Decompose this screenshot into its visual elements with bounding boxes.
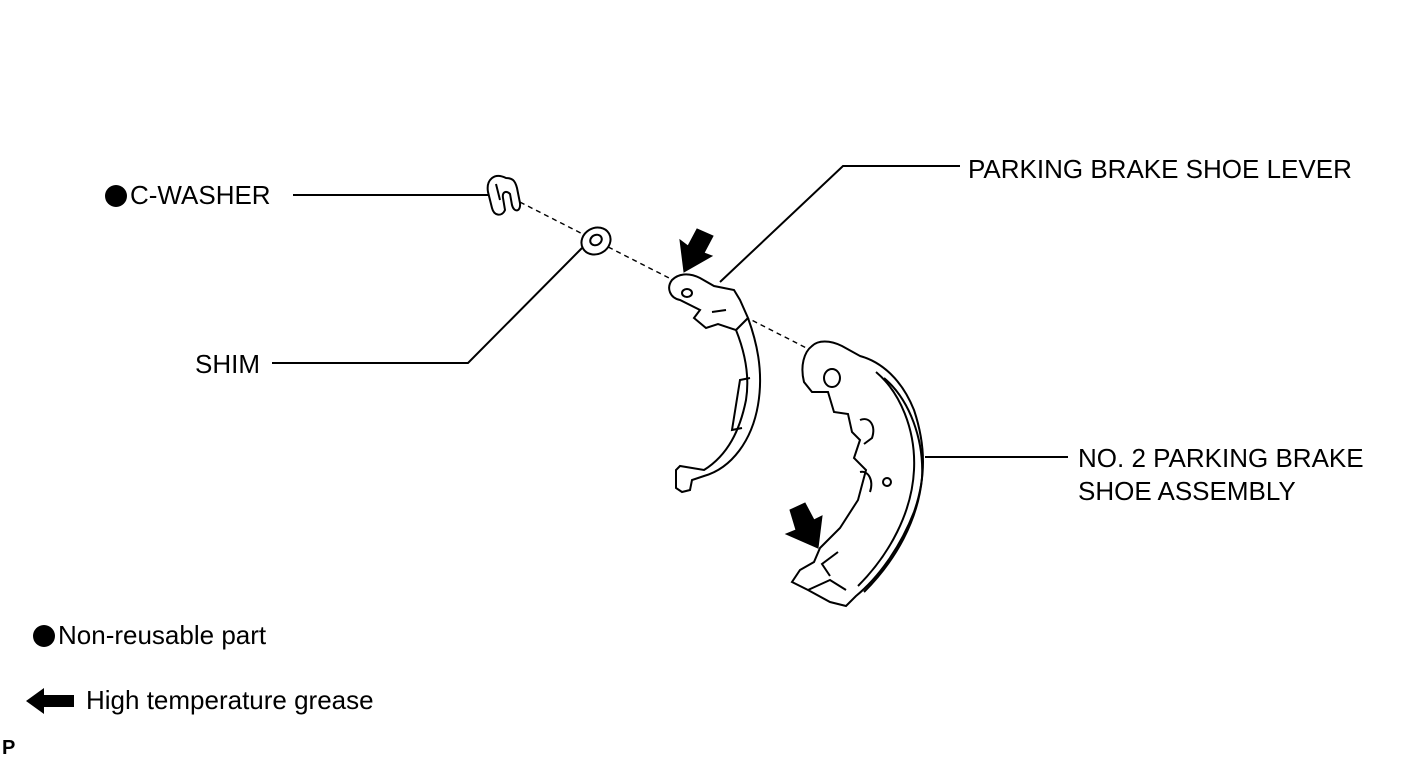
- legend-non-reusable: Non-reusable part: [33, 622, 266, 648]
- filled-circle-icon: [33, 625, 55, 647]
- shoe-label-line2: SHOE ASSEMBLY: [1078, 476, 1296, 506]
- lever-part: [668, 273, 762, 494]
- c-washer-label: C-WASHER: [130, 180, 271, 210]
- grease-arrow-shoe: [784, 502, 823, 549]
- c-washer-label-group: C-WASHER: [105, 182, 271, 208]
- grease-arrow-lever: [679, 228, 714, 273]
- shim-part: [580, 226, 612, 256]
- legend-grease-text: High temperature grease: [86, 685, 374, 715]
- shoe-assembly-part: [790, 340, 924, 608]
- lever-leader: [719, 165, 960, 283]
- shim-leader: [272, 247, 583, 364]
- figure-code: P: [2, 737, 16, 759]
- legend-non-reusable-text: Non-reusable part: [58, 620, 267, 650]
- assembly-axis: [511, 197, 831, 361]
- non-reusable-marker-icon: [105, 185, 127, 207]
- lever-label: PARKING BRAKE SHOE LEVER: [968, 154, 1352, 184]
- shoe-label-line1: NO. 2 PARKING BRAKE: [1078, 443, 1364, 473]
- c-washer-part: [486, 174, 522, 216]
- shim-label: SHIM: [195, 349, 260, 379]
- black-arrow-icon: [26, 688, 74, 714]
